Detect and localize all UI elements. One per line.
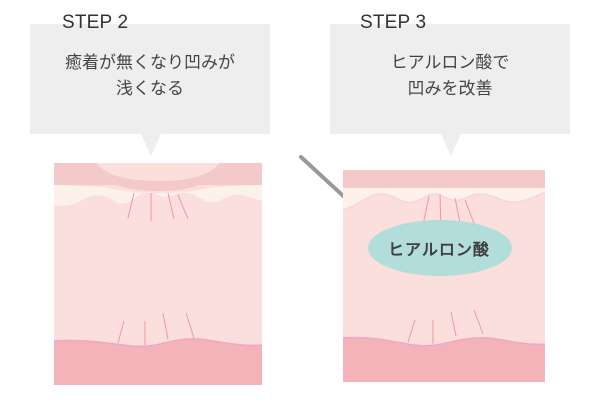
fiber (117, 320, 125, 344)
step3-epidermis-top (343, 170, 545, 188)
step2-upper-fibers (127, 192, 189, 221)
step3-subcutaneous-edge (343, 336, 545, 347)
step3-description: ヒアルロン酸で 凹みを改善 (330, 50, 570, 102)
step2-description-line2: 浅くなる (116, 79, 184, 99)
step2-description-line1: 癒着が無くなり凹みが (65, 53, 235, 73)
fiber (407, 319, 416, 343)
step3-cream-layer (343, 188, 545, 210)
fiber (127, 192, 135, 219)
fiber (464, 199, 476, 227)
step2-cream-layer (54, 185, 262, 206)
step2-subcutaneous-edge (54, 338, 262, 348)
step2-speech-bubble: 癒着が無くなり凹みが 浅くなる (30, 24, 270, 134)
step3-bubble-tail (441, 134, 461, 156)
step3-description-line2: 凹みを改善 (407, 79, 493, 99)
fiber (162, 312, 169, 340)
step3-lower-fibers (407, 309, 484, 344)
step2-skin-diagram (54, 163, 262, 385)
step2-epidermis-top (54, 163, 262, 185)
step2-description: 癒着が無くなり凹みが 浅くなる (30, 50, 270, 102)
fiber (473, 309, 484, 335)
hyaluronic-acid-filler (368, 220, 512, 276)
step2-bubble-tail (141, 134, 161, 156)
fiber (177, 194, 189, 220)
filler-label: ヒアルロン酸 (388, 240, 490, 259)
fiber (167, 192, 175, 220)
fiber (185, 312, 195, 339)
step3-label: STEP 3 (360, 12, 427, 33)
step2-dent-cream (96, 163, 220, 191)
step3-cream-edge (343, 191, 545, 211)
fiber (450, 311, 457, 337)
step3-subcutaneous (343, 337, 545, 382)
step3-skin-diagram (343, 170, 545, 382)
step2-lower-fibers (117, 312, 195, 345)
step2-subcutaneous (54, 338, 262, 385)
fiber (422, 195, 430, 226)
step3-description-line1: ヒアルロン酸で (390, 53, 510, 73)
step2-label: STEP 2 (62, 12, 129, 33)
step3-speech-bubble: ヒアルロン酸で 凹みを改善 (330, 24, 570, 134)
